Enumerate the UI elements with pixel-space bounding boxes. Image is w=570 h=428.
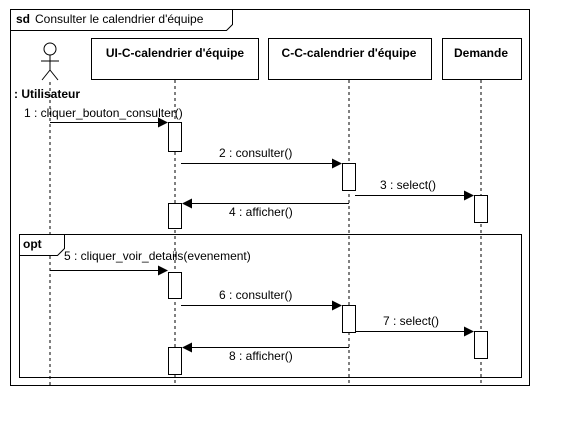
message-8-arrowhead (182, 342, 192, 353)
lifeline-label-demande: Demande (454, 46, 508, 60)
activation-ui-1 (168, 122, 182, 152)
lifeline-label-cc: C-C-calendrier d'équipe (282, 46, 417, 60)
message-6-label: 6 : consulter() (219, 288, 292, 302)
message-7-arrowhead (464, 326, 474, 337)
message-1-arrowhead (158, 117, 168, 128)
opt-fragment-operator: opt (23, 237, 42, 251)
message-8-label: 8 : afficher() (229, 349, 293, 363)
message-5-arrowhead (158, 265, 168, 276)
opt-fragment-tab (19, 234, 65, 256)
activation-cc-2 (342, 305, 356, 333)
activation-demande-1 (474, 195, 488, 223)
message-4-arrowhead (182, 198, 192, 209)
opt-fragment (19, 234, 522, 378)
message-5-label: 5 : cliquer_voir_details(evenement) (64, 249, 251, 263)
sd-frame-tab (10, 9, 233, 31)
message-7-label: 7 : select() (383, 314, 439, 328)
activation-demande-2 (474, 331, 488, 359)
lifeline-box-demande[interactable] (442, 38, 522, 80)
message-6-arrowhead (332, 300, 342, 311)
activation-ui-3 (168, 272, 182, 299)
lifeline-label-ui: UI-C-calendrier d'équipe (106, 46, 245, 60)
sd-frame-title: Consulter le calendrier d'équipe (35, 12, 204, 26)
lifeline-box-ui[interactable] (91, 38, 259, 80)
sd-frame-kind: sd (16, 12, 30, 26)
message-4-label: 4 : afficher() (229, 205, 293, 219)
activation-ui-4 (168, 347, 182, 375)
activation-ui-2 (168, 203, 182, 229)
message-2-arrowhead (332, 158, 342, 169)
actor-label: : Utilisateur (14, 87, 80, 101)
message-2-label: 2 : consulter() (219, 146, 292, 160)
activation-cc-1 (342, 163, 356, 191)
lifeline-box-cc[interactable] (268, 38, 432, 80)
message-1-label: 1 : cliquer_bouton_consulter() (24, 106, 183, 120)
message-3-arrowhead (464, 190, 474, 201)
actor-icon (41, 42, 59, 81)
message-3-label: 3 : select() (380, 178, 436, 192)
